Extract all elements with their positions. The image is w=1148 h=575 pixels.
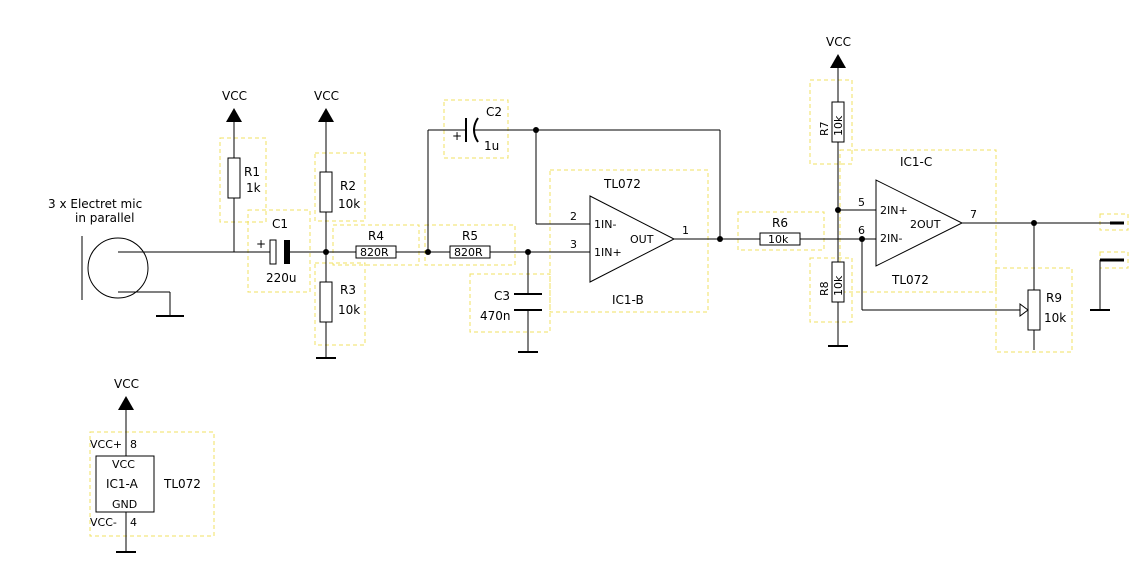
vcc-label-r1: VCC	[222, 89, 247, 103]
ic1a-type: TL072	[163, 477, 201, 491]
r7-ref: R7	[818, 121, 831, 136]
r2-value: 10k	[338, 197, 360, 211]
r9-value: 10k	[1044, 311, 1066, 325]
vcc-arrow-r2	[318, 108, 334, 122]
ic1a-gnd-inner: GND	[112, 498, 137, 511]
r4-ref: R4	[368, 229, 384, 243]
c2-plus: +	[452, 129, 462, 143]
ic1-a-power-block: VCC VCC IC1-A GND VCC+ 8 VCC- 4 TL072	[90, 377, 201, 553]
resistor-r2: VCC R2 10k	[314, 89, 360, 282]
junction-dot	[717, 236, 723, 242]
r5-ref: R5	[462, 229, 478, 243]
ic1a-pin-vccm: VCC-	[90, 516, 117, 529]
capacitor-c2: + C2 1u	[427, 105, 720, 252]
vcc-arrow-r1	[226, 108, 242, 122]
mic-label-line2: in parallel	[75, 211, 134, 225]
ic1b-pin-inv: 1IN-	[594, 218, 616, 231]
vcc-arrow-ic1a	[118, 396, 134, 410]
resistor-r7: VCC R7 10k	[818, 35, 851, 210]
ic1a-num-vccm: 4	[130, 516, 137, 529]
ic1a-vcc-inner: VCC	[112, 458, 135, 471]
ic1c-num-noninv: 5	[858, 196, 865, 209]
ic1b-pin-noninv: 1IN+	[594, 246, 622, 259]
capacitor-c1: + C1 220u	[256, 217, 356, 285]
c3-value: 470n	[480, 309, 511, 323]
c2-ref: C2	[486, 105, 502, 119]
vcc-arrow-r7	[830, 54, 846, 68]
ic1b-ref: IC1-B	[612, 293, 644, 307]
junction-dot	[1031, 220, 1037, 226]
opamp-triangle-b	[589, 195, 676, 283]
c3-ref: C3	[494, 289, 510, 303]
electret-microphone: 3 x Electret mic in parallel	[48, 197, 260, 317]
resistor-r8: R8 10k	[818, 210, 848, 347]
output-terminals	[1090, 221, 1124, 311]
ic1a-pin-vccp: VCC+	[90, 438, 122, 451]
ic1c-pin-noninv: 2IN+	[880, 204, 908, 217]
r6-value: 10k	[768, 233, 789, 246]
r2-ref: R2	[340, 179, 356, 193]
r9-ref: R9	[1046, 291, 1062, 305]
r8-ref: R8	[818, 281, 831, 296]
r4-value: 820R	[360, 246, 389, 259]
ic1a-ref: IC1-A	[106, 477, 139, 491]
r6-ref: R6	[772, 216, 788, 230]
ic1c-type: TL072	[891, 273, 929, 287]
vcc-label-ic1a: VCC	[114, 377, 139, 391]
mic-symbol	[87, 237, 149, 299]
resistor-r3: R3 10k	[316, 281, 360, 359]
r1-value: 1k	[246, 181, 261, 195]
opamp-ic1-c: IC1-C 2IN+ 2IN- 2OUT 5 6 7 TL072	[858, 155, 1110, 310]
resistor-r1: VCC R1 1k	[222, 89, 261, 252]
junction-dot	[323, 249, 329, 255]
capacitor-c3: C3 470n	[480, 252, 542, 353]
ic1c-num-out: 7	[970, 208, 977, 221]
mic-label-line1: 3 x Electret mic	[48, 197, 142, 211]
ic1b-type: TL072	[603, 177, 641, 191]
ic1c-ref: IC1-C	[900, 155, 932, 169]
ic1c-pin-out: 2OUT	[910, 218, 941, 231]
resistor-r5: R5 820R	[449, 229, 590, 259]
r3-ref: R3	[340, 283, 356, 297]
ic1b-num-out: 1	[682, 224, 689, 237]
r3-value: 10k	[338, 303, 360, 317]
ic1b-pin-out: OUT	[630, 233, 654, 246]
resistor-r4: R4 820R	[355, 229, 450, 259]
component-bounding-boxes	[89, 79, 1129, 537]
c1-ref: C1	[272, 217, 288, 231]
ic1a-num-vccp: 8	[130, 438, 137, 451]
resistor-r6: R6 10k	[738, 216, 862, 246]
opamp-ic1-b: TL072 1IN- 1IN+ OUT 2 3 1 IC1-B	[535, 130, 738, 307]
r8-value: 10k	[832, 275, 845, 296]
r5-value: 820R	[454, 246, 483, 259]
c2-value: 1u	[484, 139, 499, 153]
ic1c-pin-inv: 2IN-	[880, 232, 902, 245]
ic1b-num-noninv: 3	[570, 238, 577, 251]
r1-ref: R1	[244, 165, 260, 179]
ic1b-num-inv: 2	[570, 210, 577, 223]
ic1c-num-inv: 6	[858, 224, 865, 237]
c1-value: 220u	[266, 271, 297, 285]
vcc-label-r7: VCC	[826, 35, 851, 49]
r7-value: 10k	[832, 115, 845, 136]
junction-dot	[859, 236, 865, 242]
potentiometer-r9: R9 10k	[862, 223, 1066, 350]
opamp-triangle-c	[875, 179, 964, 267]
vcc-label-r2: VCC	[314, 89, 339, 103]
c1-plus: +	[256, 237, 266, 251]
